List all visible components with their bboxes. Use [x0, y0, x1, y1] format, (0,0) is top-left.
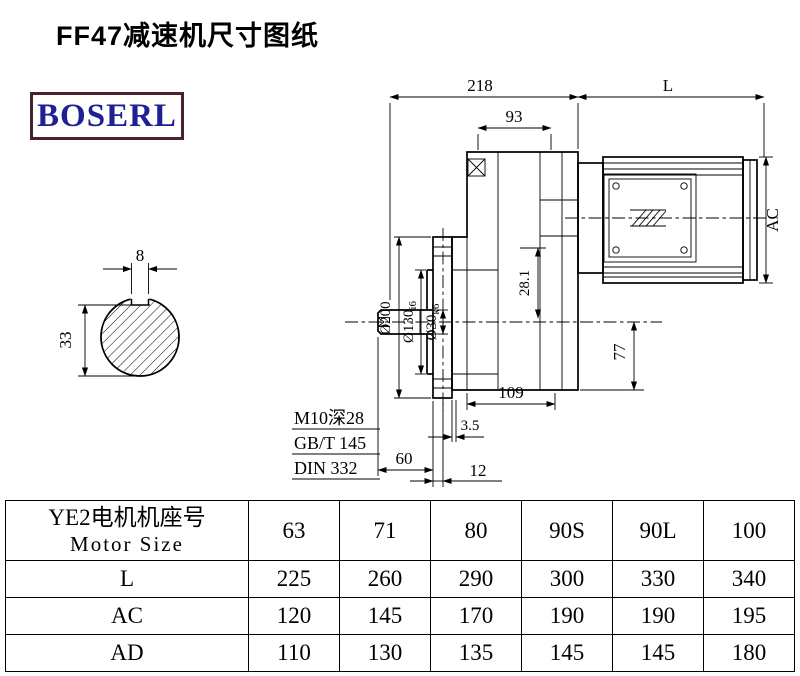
motor-size-col-90l: 90L	[612, 500, 704, 561]
dim-d200-label: Ø200	[378, 301, 394, 334]
dim-AC-lines	[759, 156, 773, 284]
table-cell: 290	[430, 560, 522, 598]
note-din-standard: DIN 332	[294, 458, 358, 478]
dim-281-label: 28.1	[517, 270, 533, 296]
dim-AC-label: AC	[763, 208, 782, 232]
dim-d30-label: Ø30k6	[424, 303, 442, 340]
page-title: FF47减速机尺寸图纸	[56, 21, 320, 51]
dim-109-lines	[466, 393, 556, 410]
table-cell: 340	[703, 560, 795, 598]
boserl-logo-text: BOSERL	[37, 97, 177, 134]
dim-281-lines	[520, 247, 546, 319]
table-cell: 170	[430, 597, 522, 635]
gearbox-housing	[451, 151, 579, 391]
main-view	[345, 151, 778, 412]
table-row-AD: AD 110 130 135 145 145 180	[5, 634, 795, 672]
dim-93-lines	[477, 124, 552, 150]
dim-77-lines	[580, 321, 644, 391]
motor-body	[602, 156, 744, 284]
motor-size-header-cell: YE2电机机座号 Motor Size	[5, 500, 249, 561]
thread-notes: M10深28 GB/T 145 DIN 332	[292, 408, 380, 480]
table-header-row: YE2电机机座号 Motor Size 63 71 80 90S 90L 100	[5, 500, 795, 561]
dim-60-lines	[377, 337, 434, 487]
shaft-cross-section: 8 33	[56, 246, 180, 377]
dimensions: 218 L 93 AC Ø200	[377, 76, 782, 487]
table-cell: 180	[703, 634, 795, 672]
motor-size-header-cn: YE2电机机座号	[48, 505, 206, 531]
motor-size-col-71: 71	[339, 500, 431, 561]
table-cell: 145	[521, 634, 613, 672]
dim-keyway-width-lines	[103, 263, 177, 294]
motor-size-col-63: 63	[248, 500, 340, 561]
note-underlines	[292, 428, 380, 480]
table-cell: 120	[248, 597, 340, 635]
row-label-AD: AD	[5, 634, 249, 672]
note-thread-spec: M10深28	[294, 408, 364, 428]
table-cell: 225	[248, 560, 340, 598]
motor	[577, 156, 758, 284]
table-cell: 330	[612, 560, 704, 598]
boserl-logo: BOSERL	[30, 92, 184, 140]
table-cell: 145	[612, 634, 704, 672]
dim-d130-label: Ø130i6	[401, 301, 419, 343]
table-cell: 190	[521, 597, 613, 635]
motor-size-col-80: 80	[430, 500, 522, 561]
dim-35-lines	[428, 400, 484, 442]
dim-218-label: 218	[467, 76, 493, 95]
dim-L-label: L	[663, 76, 673, 95]
motor-size-header-en: Motor Size	[70, 531, 184, 556]
motor-size-col-90s: 90S	[521, 500, 613, 561]
motor-size-col-100: 100	[703, 500, 795, 561]
table-cell: 300	[521, 560, 613, 598]
dim-77-label: 77	[610, 343, 629, 361]
dim-35-label: 3.5	[461, 418, 480, 434]
table-cell: 190	[612, 597, 704, 635]
row-label-L: L	[5, 560, 249, 598]
dim-12-lines	[410, 401, 502, 487]
motor-size-table: YE2电机机座号 Motor Size 63 71 80 90S 90L 100…	[5, 500, 795, 672]
housing-plug	[467, 158, 486, 177]
dim-33-label: 33	[56, 332, 75, 349]
flange-spigot	[426, 269, 433, 375]
dim-93-label: 93	[506, 107, 523, 126]
dim-12-label: 12	[470, 461, 487, 480]
dim-8-label: 8	[136, 246, 145, 265]
table-cell: 110	[248, 634, 340, 672]
table-row-AC: AC 120 145 170 190 190 195	[5, 597, 795, 635]
shaft-center-tap-hole	[377, 317, 390, 327]
table-cell: 195	[703, 597, 795, 635]
table-cell: 135	[430, 634, 522, 672]
dim-60-label: 60	[396, 449, 413, 468]
motor-shaft-hatch	[630, 209, 667, 227]
motor-fins	[603, 162, 743, 278]
table-cell: 130	[339, 634, 431, 672]
dim-d200-lines	[394, 236, 431, 399]
shaft-circle	[100, 297, 180, 377]
table-cell: 145	[339, 597, 431, 635]
table-row-L: L 225 260 290 300 330 340	[5, 560, 795, 598]
dim-109-label: 109	[498, 383, 524, 402]
dim-33-lines	[78, 304, 150, 377]
table-cell: 260	[339, 560, 431, 598]
dimension-drawing: 8 33	[56, 76, 782, 487]
note-gb-standard: GB/T 145	[294, 433, 366, 453]
motor-stator	[603, 173, 697, 263]
dim-218-L-lines	[389, 93, 765, 300]
dim-d130-lines	[415, 269, 426, 375]
dim-d30-lines	[434, 309, 448, 335]
row-label-AC: AC	[5, 597, 249, 635]
